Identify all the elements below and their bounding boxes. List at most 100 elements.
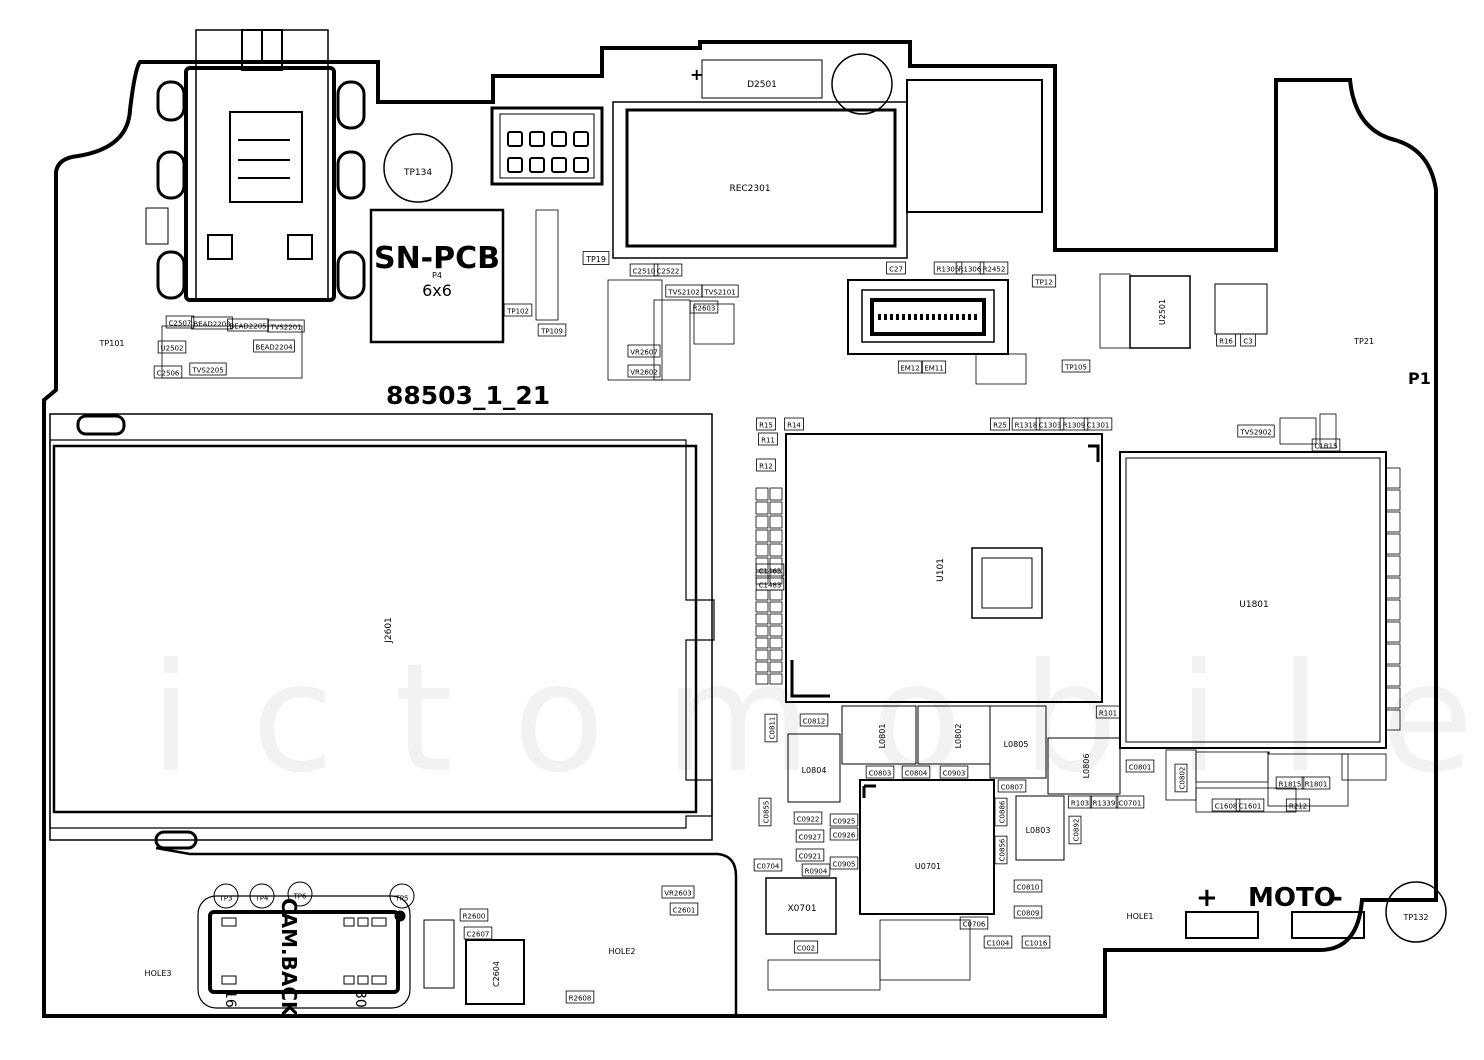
component-bead2203: BEAD2203 — [191, 316, 233, 330]
component-c0812: C0812 — [799, 713, 829, 727]
component-ref-label: TP102 — [506, 307, 529, 315]
component-outline — [1125, 759, 1155, 773]
component-outline — [701, 284, 739, 298]
smd-pad — [1385, 489, 1401, 511]
l0805-coil — [989, 705, 1047, 779]
component-ref-label: R12 — [759, 462, 773, 470]
component-outline — [653, 263, 683, 277]
component-outline — [1031, 274, 1057, 288]
component-outline — [1216, 333, 1236, 347]
component-c27: C27 — [886, 261, 906, 275]
component-c1016: C1016 — [1021, 935, 1051, 949]
component-c2604: C2604 — [492, 961, 501, 987]
component-c0905: C0905 — [829, 856, 859, 870]
component-ref-label: U2502 — [161, 344, 184, 352]
component-ref-label: R11 — [761, 436, 775, 444]
component-ref-label: R1309 — [1063, 421, 1086, 429]
component-ref-label: U0701 — [915, 862, 941, 871]
component-r12: R12 — [756, 458, 776, 472]
component-c0892: C0892 — [1068, 815, 1082, 845]
component-ref-label: R0904 — [805, 867, 828, 875]
component-outline — [1068, 815, 1082, 845]
component-outline — [1035, 417, 1065, 431]
component-ref-label: TVS2102 — [667, 288, 699, 296]
part-number: 88503_1_21 — [386, 381, 550, 410]
smd-pad — [161, 325, 303, 379]
moto-pad-right — [1291, 911, 1365, 939]
smd-pad — [1385, 467, 1401, 489]
component-vr2603: VR2603 — [661, 885, 695, 899]
component-tp109: TP109 — [537, 323, 567, 337]
component-ref-label: C2604 — [492, 961, 501, 987]
component-ref-label: R14 — [787, 421, 801, 429]
j2601-connector — [49, 413, 715, 841]
component-ref-label: TP105 — [1064, 363, 1087, 371]
component-c2601: C2601 — [669, 902, 699, 916]
smd-pad — [755, 637, 769, 649]
component-vr2607: VR2607 — [627, 344, 661, 358]
component-u1801: U1801 — [1239, 600, 1269, 610]
smd-pad — [1385, 643, 1401, 665]
component-r14: R14 — [784, 417, 804, 431]
component-outline — [959, 916, 989, 930]
component-outline — [189, 362, 227, 376]
smd-pad — [755, 557, 769, 571]
component-hole1: HOLE1 — [1127, 912, 1154, 921]
component-ref-label: C0925 — [833, 817, 856, 825]
smd-pad — [535, 209, 559, 321]
component-ref-label: D2501 — [747, 80, 777, 90]
component-ref-label: TVS2205 — [191, 366, 223, 374]
component-ref-label: VR2602 — [630, 368, 657, 376]
smd-pad — [755, 673, 769, 685]
component-ref-label: R25 — [993, 421, 1007, 429]
component-c2506: C2506 — [153, 365, 183, 379]
component-outline — [829, 827, 859, 841]
smd-pad — [1341, 753, 1387, 781]
component-ref-label: C0903 — [943, 769, 966, 777]
component-c2507: C2507 — [165, 315, 195, 329]
component-c0804: C0804 — [901, 765, 931, 779]
u101-chip — [785, 433, 1103, 703]
board-outline — [42, 40, 1438, 1018]
component-outline — [933, 261, 963, 275]
component-outline — [1083, 417, 1113, 431]
cam-label: CAM.BACK — [277, 898, 301, 1018]
component-outline — [669, 902, 699, 916]
cam-pin-left: 16 — [222, 990, 238, 1008]
component-outline — [253, 339, 295, 353]
component-c0701: C0701 — [1115, 795, 1145, 809]
board-title: SN-PCB — [374, 241, 500, 276]
component-outline — [1275, 776, 1305, 790]
component-ref-label: R1801 — [1305, 780, 1328, 788]
tp6-pad — [287, 881, 313, 907]
component-l0805: L0805 — [1004, 740, 1029, 749]
p1-pad-outer — [971, 547, 1043, 619]
component-outline — [582, 251, 610, 265]
component-u0701: U0701 — [915, 862, 941, 871]
component-outline — [565, 990, 595, 1004]
smd-pad — [755, 625, 769, 637]
component-tp6: TP6 — [293, 892, 307, 900]
component-ref-label: C0809 — [1017, 909, 1040, 917]
component-ref-label: C0801 — [1129, 763, 1152, 771]
component-ref-label: L0802 — [954, 724, 963, 749]
component-r212: R212 — [1285, 798, 1311, 812]
component-ref-label: BEAD2203 — [193, 320, 230, 328]
smd-pad — [1267, 751, 1270, 754]
moto-pad-left — [1185, 911, 1259, 939]
u101-corner-mark-2 — [790, 660, 830, 698]
component-outline — [661, 885, 695, 899]
component-outline — [979, 261, 1009, 275]
component-ref-label: C0905 — [833, 860, 856, 868]
component-ref-label: C0922 — [797, 815, 820, 823]
cam-pin-right: 30 — [352, 990, 368, 1008]
component-ref-label: X0701 — [787, 904, 816, 914]
component-ref-label: C2607 — [467, 930, 490, 938]
component-outline — [756, 417, 776, 431]
component-outline — [829, 856, 859, 870]
component-ref-label: C0855 — [762, 801, 770, 824]
component-ref-label: TP19 — [585, 255, 606, 264]
component-ref-label: TVS2101 — [703, 288, 735, 296]
smd-pad — [767, 959, 881, 991]
component-tp12: TP12 — [1031, 274, 1057, 288]
